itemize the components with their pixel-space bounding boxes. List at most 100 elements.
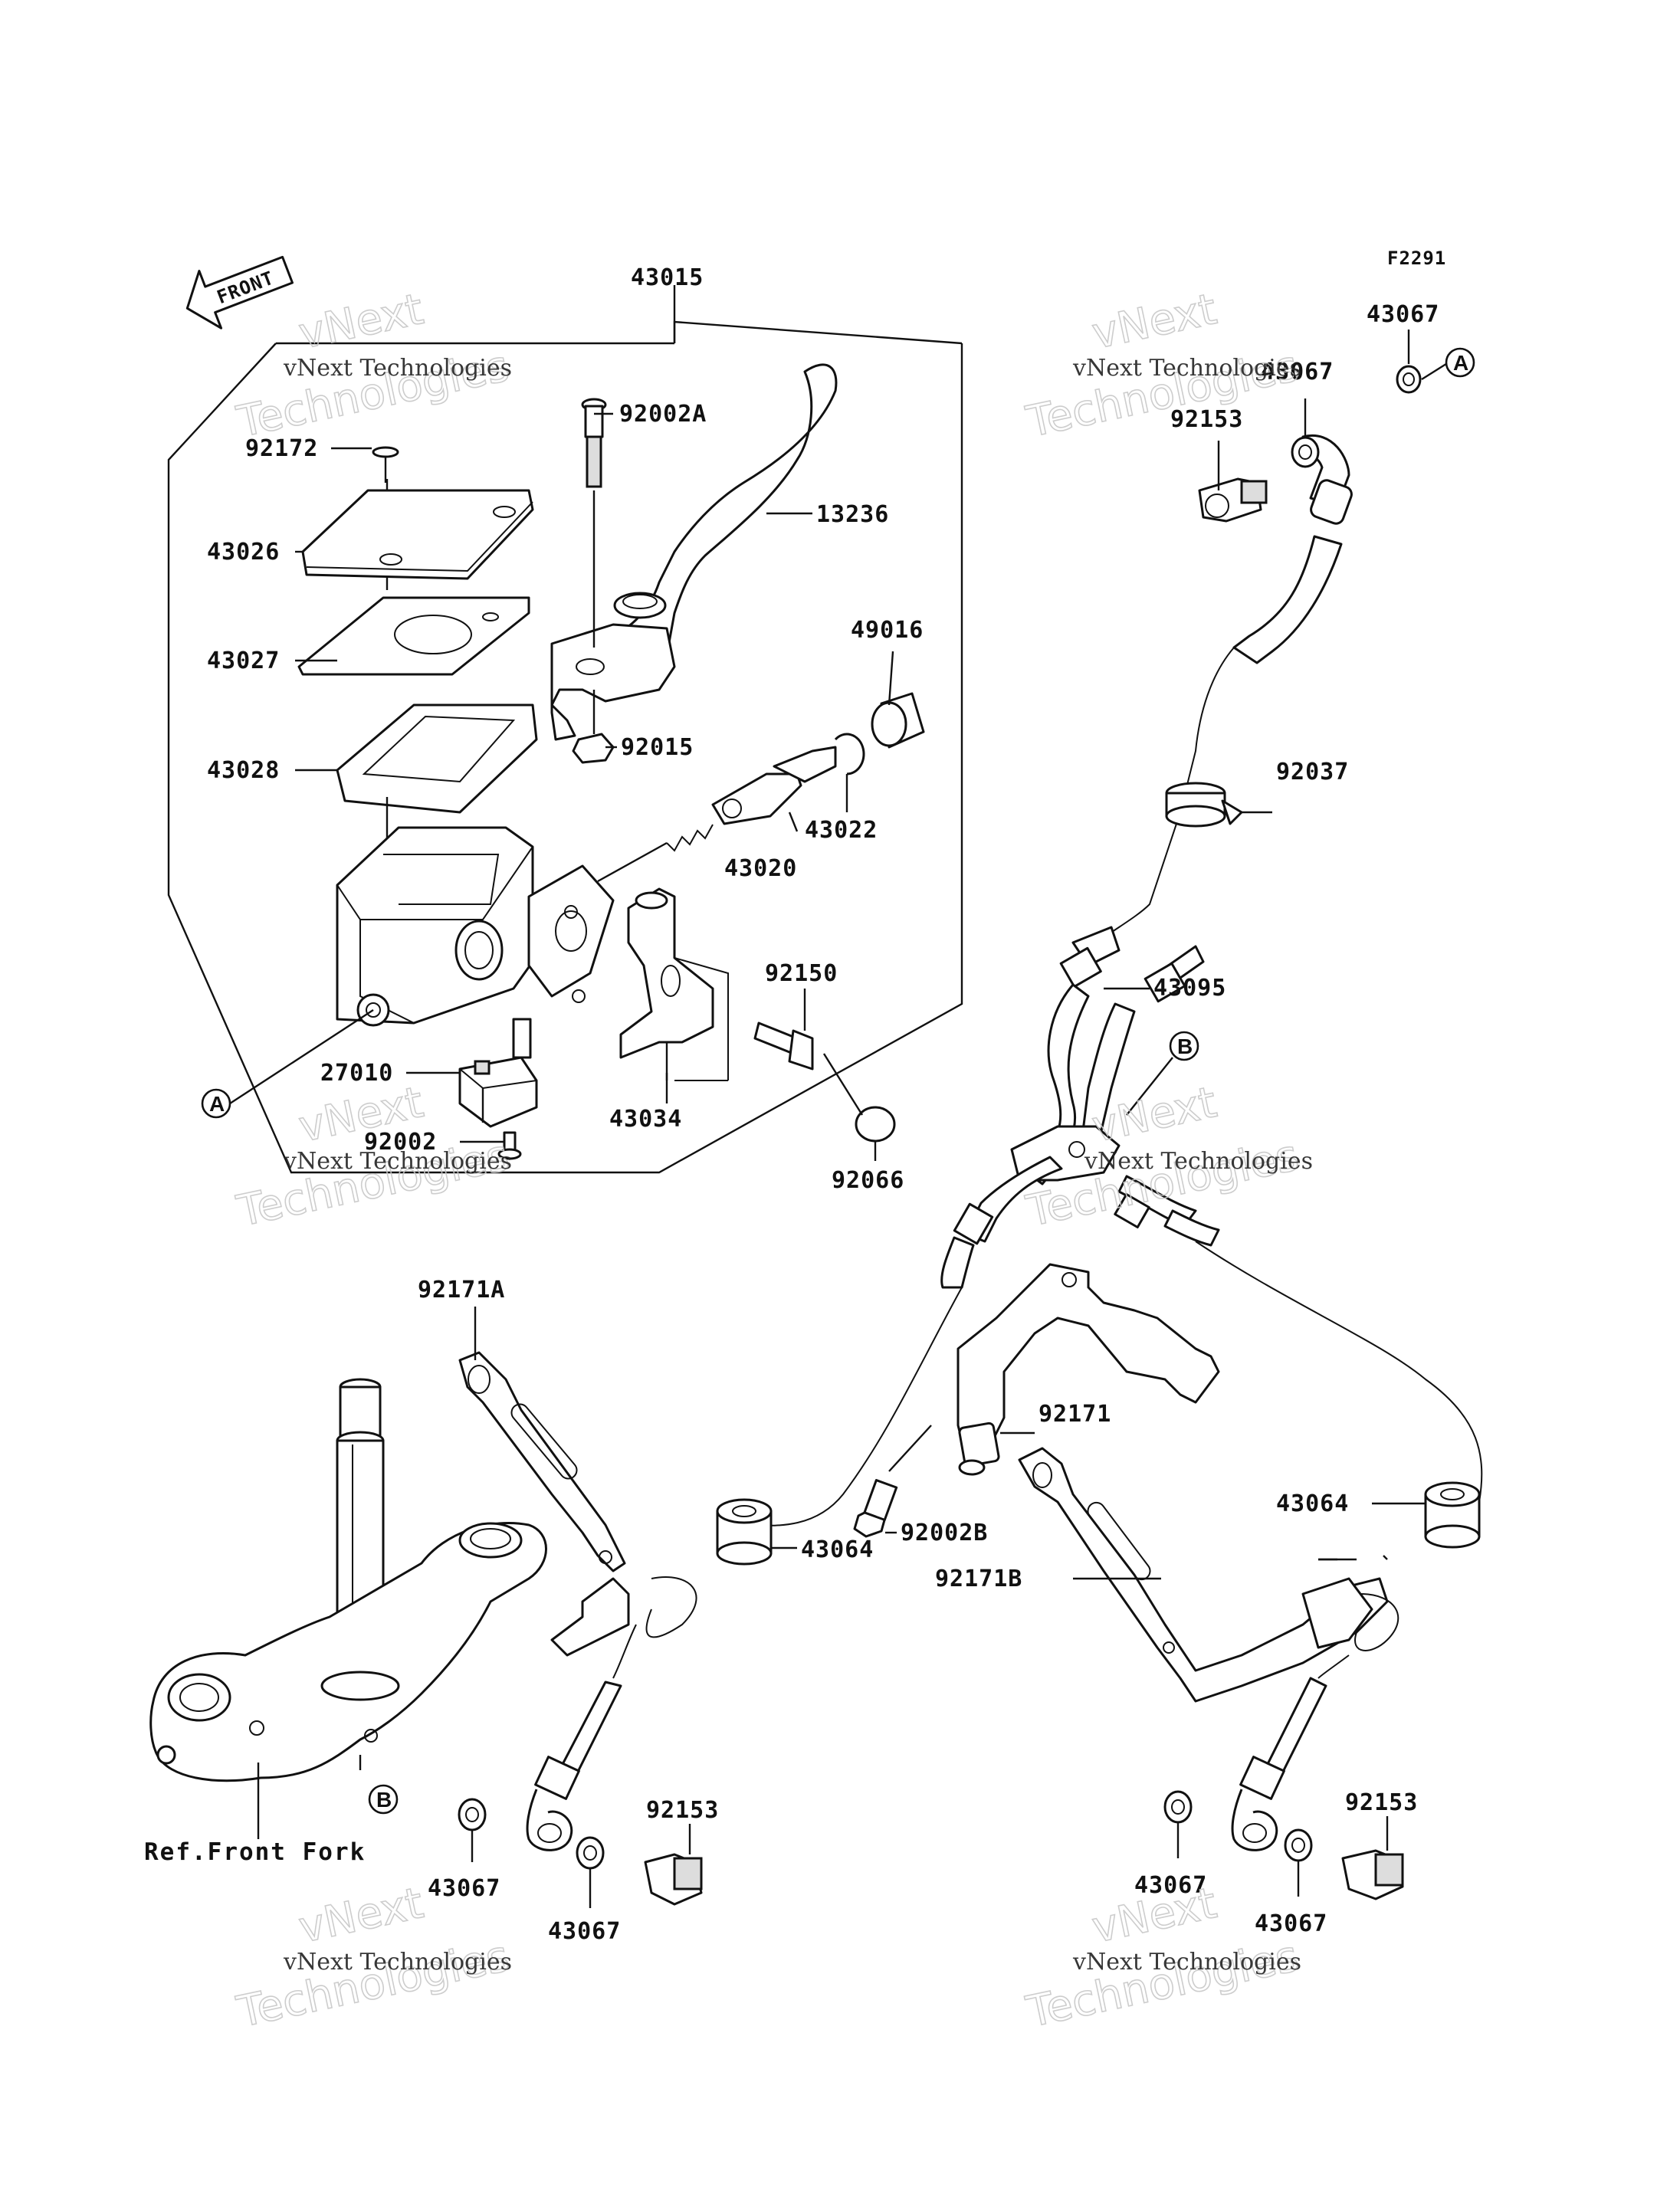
svg-text:vNext: vNext <box>294 1878 428 1953</box>
label-92002: 92002 <box>364 1129 437 1156</box>
label-92171A: 92171A <box>418 1277 505 1303</box>
label-43095: 43095 <box>1153 975 1226 1002</box>
grommet-mid <box>716 1498 773 1566</box>
washer-top-a <box>1396 365 1422 394</box>
label-92066: 92066 <box>832 1167 904 1194</box>
svg-text:vNext Technologies: vNext Technologies <box>1072 355 1301 382</box>
washer-bl-2 <box>576 1836 605 1870</box>
upper-brake-hose <box>1025 434 1353 1185</box>
front-arrow-icon: FRONT <box>185 255 294 330</box>
svg-text:vNext Technologies: vNext Technologies <box>1072 1949 1301 1976</box>
washer-br-1 <box>1163 1790 1193 1824</box>
label-43022: 43022 <box>805 817 878 844</box>
banjo-bolt-top <box>1198 477 1268 523</box>
label-43067-tr-mid: 43067 <box>1261 359 1334 385</box>
banjo-bolt-br <box>1341 1849 1404 1900</box>
reservoir-cap <box>301 489 534 580</box>
label-43034: 43034 <box>609 1106 682 1133</box>
label-43067-bl-1: 43067 <box>428 1875 500 1902</box>
lever-pivot-nut <box>572 690 615 764</box>
svg-text:vNext: vNext <box>1088 284 1221 359</box>
hose-line-left <box>746 1287 963 1526</box>
label-92171: 92171 <box>1039 1401 1111 1428</box>
master-cylinder-body <box>336 826 615 1027</box>
label-92150: 92150 <box>765 960 838 987</box>
label-43064-mid: 43064 <box>801 1536 874 1563</box>
piston-spring <box>597 746 837 883</box>
ref-front-fork-label: Ref.Front Fork <box>144 1838 366 1866</box>
svg-text:vNext Technologies: vNext Technologies <box>283 355 512 382</box>
right-hose-bracket <box>1018 1447 1399 1703</box>
lower-triple-clamp <box>149 1521 547 1782</box>
mirror-screw <box>753 1021 814 1071</box>
label-43067-bl-2: 43067 <box>548 1918 621 1945</box>
hose-bracket <box>956 1263 1220 1476</box>
washer-top-b <box>1291 436 1320 468</box>
callout-b-right: B <box>1169 1031 1199 1061</box>
svg-text:A: A <box>1453 351 1468 375</box>
watermark-bottom-left: vNext Technologies vNext Technologies <box>232 1877 514 2038</box>
handlebar-clamp <box>619 887 729 1081</box>
label-13236: 13236 <box>816 501 889 528</box>
brake-lever <box>550 363 838 741</box>
switch-screw <box>497 1131 522 1160</box>
label-43028: 43028 <box>207 757 280 784</box>
label-92153-tr: 92153 <box>1170 406 1243 433</box>
leader-lines <box>229 285 1449 1908</box>
svg-text:B: B <box>1177 1035 1193 1058</box>
svg-text:vNext Technologies: vNext Technologies <box>283 1949 512 1976</box>
reservoir-plate <box>297 596 530 676</box>
part-labels: F2291 43015 92002A 92172 13236 43026 430… <box>144 248 1446 1945</box>
brake-hose-joint <box>940 945 1220 1289</box>
svg-text:vNext Technologies: vNext Technologies <box>283 1148 512 1175</box>
label-43020: 43020 <box>724 855 797 882</box>
label-43026: 43026 <box>207 539 280 566</box>
label-92153-bl: 92153 <box>646 1797 719 1824</box>
svg-text:vNext: vNext <box>294 284 428 359</box>
left-hose-bracket <box>458 1351 697 1657</box>
callout-a-right: A <box>1445 347 1475 378</box>
bracket-bolt <box>853 1425 932 1538</box>
diagram-code: F2291 <box>1387 248 1446 269</box>
label-49016: 49016 <box>851 617 924 644</box>
label-43067-tr-top: 43067 <box>1367 301 1439 328</box>
hose-clamp <box>1165 782 1243 828</box>
circlip <box>834 733 865 776</box>
svg-text:B: B <box>376 1788 392 1812</box>
label-92171B: 92171B <box>935 1566 1022 1592</box>
lever-pivot-bolt <box>581 398 607 648</box>
svg-text:vNext Technologies: vNext Technologies <box>1084 1148 1313 1175</box>
rubber-cap <box>822 1053 896 1143</box>
label-43027: 43027 <box>207 648 280 674</box>
svg-text:Technologies: Technologies <box>1022 1931 1302 2038</box>
label-43067-br-1: 43067 <box>1134 1872 1207 1899</box>
banjo-bolt-bl <box>644 1853 703 1906</box>
label-27010: 27010 <box>320 1060 393 1087</box>
svg-text:A: A <box>209 1092 225 1116</box>
dust-boot <box>871 692 925 749</box>
watermark-top-right: vNext Technologies vNext Technologies <box>1022 284 1304 448</box>
lower-brake-hose-right <box>1231 1654 1350 1851</box>
callout-a-left: A <box>201 1088 231 1119</box>
label-43067-br-2: 43067 <box>1255 1910 1327 1937</box>
hose-line-right <box>1195 1241 1483 1503</box>
label-92037: 92037 <box>1276 759 1349 785</box>
label-92172: 92172 <box>245 435 318 462</box>
svg-text:Technologies: Technologies <box>232 1931 513 2038</box>
grommet-right <box>1424 1481 1481 1549</box>
watermark-bottom-right: vNext Technologies vNext Technologies <box>1022 1877 1304 2038</box>
lower-brake-hose-left <box>526 1624 637 1851</box>
label-43064-right: 43064 <box>1276 1490 1349 1517</box>
washer-br-2 <box>1284 1828 1313 1862</box>
label-92015: 92015 <box>621 734 694 761</box>
svg-text:vNext: vNext <box>1088 1878 1221 1953</box>
brake-light-switch <box>458 1018 538 1128</box>
label-43015: 43015 <box>631 264 704 291</box>
label-92153-br: 92153 <box>1345 1789 1418 1816</box>
washer-bl-1 <box>458 1798 487 1831</box>
watermark-top-left: vNext Technologies vNext Technologies <box>232 284 514 448</box>
label-92002A: 92002A <box>619 401 707 428</box>
label-92002B: 92002B <box>901 1520 988 1546</box>
callout-b-left: B <box>368 1784 399 1815</box>
